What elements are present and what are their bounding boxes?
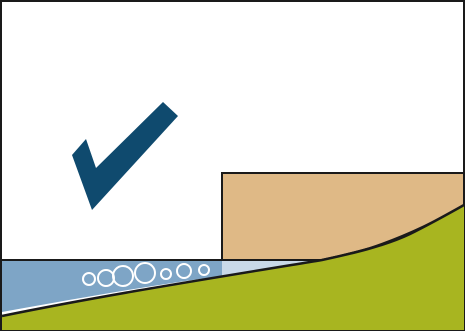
pebble — [160, 268, 172, 280]
ground-outline — [1, 203, 465, 318]
ground-slope — [2, 205, 464, 330]
pebble — [112, 265, 134, 287]
pebble — [134, 262, 156, 284]
water-layer — [2, 260, 222, 312]
pebble — [82, 272, 96, 286]
pebbles-group — [82, 262, 210, 287]
checkmark-icon — [72, 102, 178, 210]
pebble — [198, 264, 210, 276]
pebble — [176, 263, 192, 279]
